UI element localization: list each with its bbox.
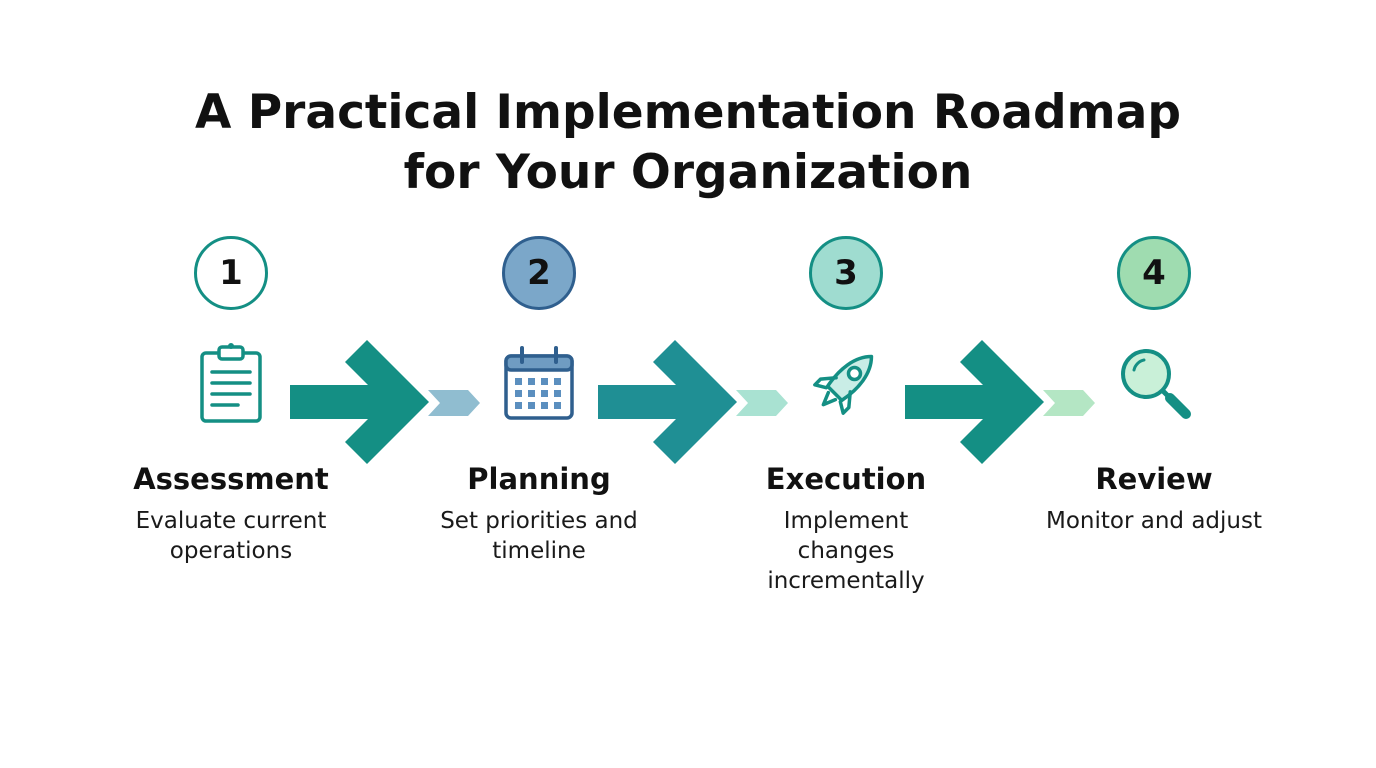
- step-description: Implement changes incrementally: [767, 508, 925, 594]
- step-title: Planning: [467, 462, 611, 496]
- step-description: Monitor and adjust: [1046, 508, 1262, 534]
- step-execution: 3 Execution Implement changes incrementa…: [706, 236, 986, 596]
- step-planning: 2 Planning Set priorities and timeline: [399, 236, 679, 566]
- page-title: A Practical Implementation Roadmap for Y…: [0, 83, 1376, 203]
- title-line-2: for Your Organization: [403, 145, 973, 201]
- clipboard-icon: [200, 343, 262, 423]
- arrow-teal: [905, 340, 1044, 464]
- arrow-teal: [290, 340, 429, 464]
- step-number-badge: 3: [809, 236, 883, 310]
- step-title: Execution: [765, 462, 927, 496]
- magnifier-icon: [1121, 349, 1191, 419]
- chevron-small: [1043, 390, 1095, 416]
- connector-arrow-3-4: [905, 340, 1095, 464]
- step-description: Set priorities and timeline: [440, 508, 638, 564]
- connector-arrow-2-3: [598, 340, 788, 464]
- arrow-teal: [598, 340, 737, 464]
- step-number-badge: 4: [1117, 236, 1191, 310]
- step-description: Evaluate current operations: [135, 508, 327, 564]
- step-number-badge: 2: [502, 236, 576, 310]
- step-number-badge: 1: [194, 236, 268, 310]
- chevron-small: [428, 390, 480, 416]
- step-title: Review: [1095, 462, 1213, 496]
- rocket-icon: [813, 354, 874, 415]
- chevron-small: [736, 390, 788, 416]
- title-line-1: A Practical Implementation Roadmap: [194, 85, 1181, 141]
- step-assessment: 1 Assessment Evaluate current operations: [91, 236, 371, 566]
- calendar-icon: [504, 346, 574, 420]
- step-review: 4 Review Monitor and adjust: [1014, 236, 1294, 536]
- connector-arrow-1-2: [290, 340, 480, 464]
- step-title: Assessment: [133, 462, 329, 496]
